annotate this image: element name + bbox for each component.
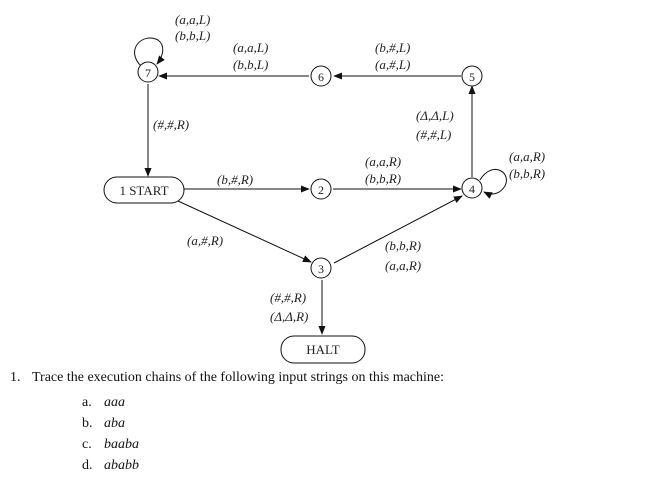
edge-4-self-loop-label-1: (a,a,R) (509, 149, 545, 164)
list-item: a. aaa (82, 392, 444, 413)
item-letter: d. (82, 458, 93, 473)
state-4-label: 4 (469, 182, 475, 196)
edge-4-self-loop-label-2: (b,b,R) (509, 166, 545, 181)
question-stem: 1. Trace the execution chains of the foll… (10, 370, 444, 386)
edge-2-4-label-1: (a,a,R) (365, 154, 401, 169)
state-5-label: 5 (469, 70, 475, 84)
edge-5-6-label-2: (a,#,L) (375, 57, 410, 72)
state-3-label: 3 (318, 262, 324, 276)
edge-6-7-label-1: (a,a,L) (233, 40, 268, 55)
edge-3-4 (333, 195, 463, 264)
state-1-label: 1 START (119, 183, 168, 198)
list-item: b. aba (82, 413, 444, 434)
input-string-list: a. aaa b. aba c. baaba d. ababb (82, 392, 444, 476)
edge-1-3-label: (a,#,R) (187, 233, 223, 248)
list-item: c. baaba (82, 434, 444, 455)
item-letter: b. (82, 416, 93, 431)
edge-3-4-label-1: (b,b,R) (385, 238, 421, 253)
edge-4-self-loop (479, 168, 507, 199)
item-letter: a. (82, 395, 92, 410)
list-item: d. ababb (82, 455, 444, 476)
edge-1-2-label: (b,#,R) (217, 172, 253, 187)
edge-7-1-label: (#,#,R) (153, 117, 189, 132)
state-3: 3 (310, 257, 332, 279)
state-4: 4 (461, 177, 483, 199)
state-halt-label: HALT (306, 342, 340, 357)
question-block: 1. Trace the execution chains of the foll… (10, 370, 444, 476)
edge-5-6-label-1: (b,#,L) (375, 40, 410, 55)
state-1-start: 1 START (103, 176, 185, 204)
question-text: Trace the execution chains of the follow… (32, 370, 445, 385)
turing-machine-diagram: 1 START 2 3 4 5 6 7 HALT (a,a,L) (b,b,L)… (103, 12, 545, 364)
edge-4-5-label-2: (#,#,L) (416, 127, 451, 142)
state-7: 7 (137, 61, 159, 83)
edge-7-self-loop (134, 37, 165, 67)
state-7-label: 7 (145, 66, 151, 80)
item-string: ababb (104, 458, 139, 473)
edge-3-halt-label-1: (#,#,R) (270, 290, 306, 305)
state-5: 5 (461, 65, 483, 87)
state-2-label: 2 (318, 183, 324, 197)
item-letter: c. (82, 437, 92, 452)
edge-7-self-loop-label-2: (b,b,L) (175, 28, 210, 43)
state-halt: HALT (280, 335, 366, 364)
item-string: aba (104, 416, 125, 431)
edge-1-3 (177, 200, 312, 263)
edge-2-4-label-2: (b,b,R) (365, 171, 401, 186)
item-string: baaba (104, 437, 139, 452)
state-6: 6 (310, 65, 332, 87)
item-string: aaa (104, 395, 125, 410)
state-6-label: 6 (318, 70, 324, 84)
edge-6-7-label-2: (b,b,L) (233, 57, 268, 72)
edge-3-4-label-2: (a,a,R) (385, 258, 421, 273)
state-2: 2 (310, 178, 332, 200)
edge-3-halt-label-2: (Δ,Δ,R) (270, 309, 308, 324)
edge-7-self-loop-label-1: (a,a,L) (175, 12, 210, 27)
question-number: 1. (10, 370, 21, 385)
edge-4-5-label-1: (Δ,Δ,L) (416, 108, 454, 123)
